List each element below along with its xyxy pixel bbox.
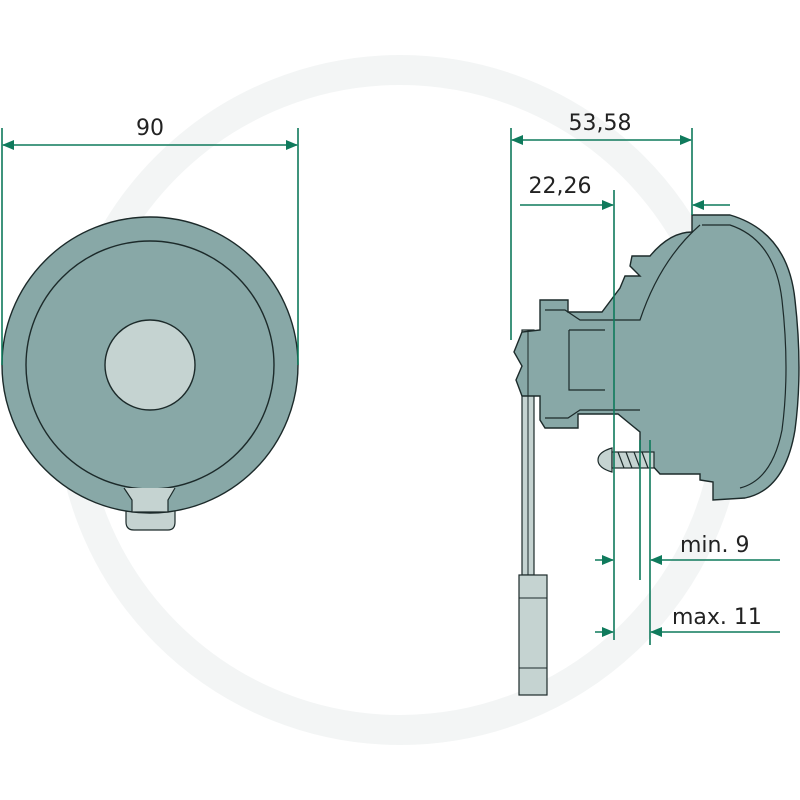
lens-outline	[702, 224, 787, 489]
dimension-mount-depth-label: 22,26	[529, 174, 592, 199]
dimension-total-depth-label: 53,58	[569, 111, 632, 136]
lamp-housing	[513, 214, 800, 501]
dimension-max-label: max. 11	[672, 605, 762, 630]
dimension-lines-side	[510, 128, 780, 645]
connector-plug	[518, 574, 548, 696]
center-lens	[104, 319, 196, 411]
dimension-min-label: min. 9	[680, 533, 749, 558]
dimension-diameter	[1, 128, 299, 365]
screw	[597, 447, 655, 473]
housing-inner-socket	[545, 329, 640, 419]
housing-inner-top	[545, 224, 701, 321]
front-view	[1, 216, 299, 531]
side-view	[513, 214, 800, 696]
tab-neck	[123, 487, 176, 513]
dimension-diameter-label: 90	[136, 116, 164, 141]
